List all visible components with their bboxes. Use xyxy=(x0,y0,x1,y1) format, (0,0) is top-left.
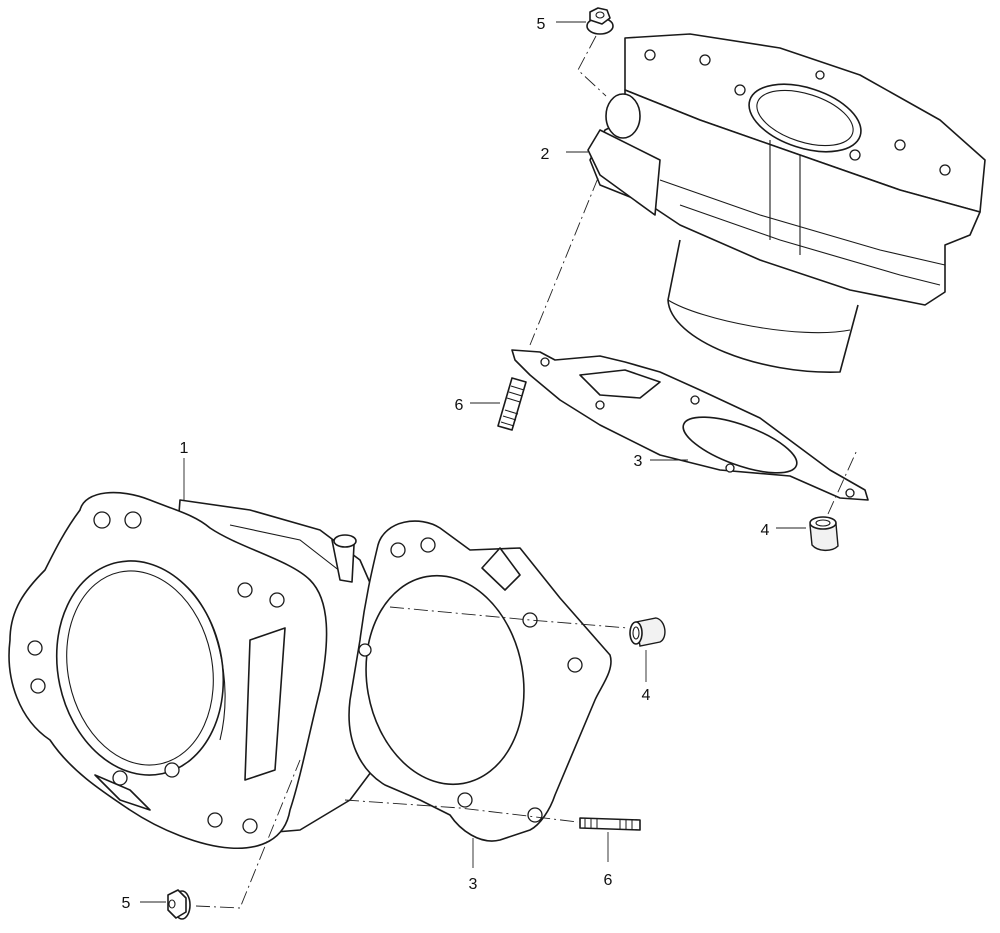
callout-6-top: 6 xyxy=(455,397,464,414)
dowel-top xyxy=(809,516,839,552)
flange-nut-bottom xyxy=(167,889,191,920)
callout-1: 1 xyxy=(180,440,189,457)
callout-2: 2 xyxy=(541,146,550,163)
cylinder-upper xyxy=(587,33,986,373)
callout-4-top: 4 xyxy=(761,522,770,539)
callout-5-bottom: 5 xyxy=(122,895,131,912)
stud-bottom xyxy=(579,817,641,831)
callout-3-bottom: 3 xyxy=(469,876,478,893)
dowel-mid xyxy=(629,617,666,647)
gasket-upper xyxy=(511,349,869,501)
callout-6-bottom: 6 xyxy=(604,872,613,889)
cylinder-lower xyxy=(8,491,401,850)
callout-3-top: 3 xyxy=(634,453,643,470)
flange-nut-top xyxy=(586,7,614,35)
callout-4-mid: 4 xyxy=(642,687,651,704)
stud-top xyxy=(497,377,527,431)
callout-5-top: 5 xyxy=(537,16,546,33)
gasket-lower xyxy=(348,520,612,842)
